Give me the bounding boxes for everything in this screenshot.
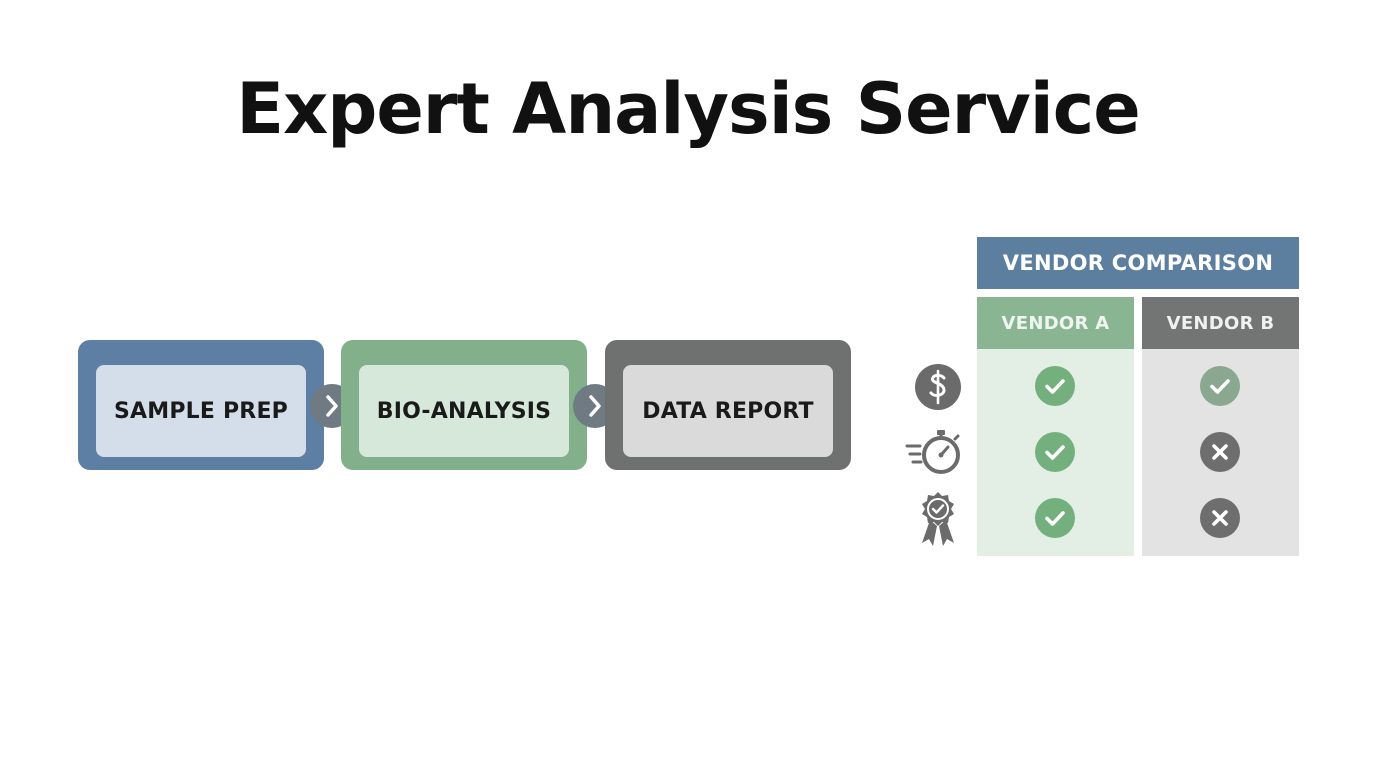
check-icon bbox=[1035, 498, 1075, 538]
page-title: Expert Analysis Service bbox=[236, 68, 1140, 150]
cross-icon bbox=[1200, 432, 1240, 472]
process-step-bio-analysis: BIO-ANALYSIS bbox=[341, 340, 587, 470]
check-icon bbox=[1035, 432, 1075, 472]
process-step-label: SAMPLE PREP bbox=[96, 365, 306, 457]
process-step-sample-prep: SAMPLE PREP bbox=[78, 340, 324, 470]
process-step-label: DATA REPORT bbox=[623, 365, 833, 457]
stopwatch-icon bbox=[904, 424, 966, 482]
check-icon bbox=[1200, 366, 1240, 406]
vendor-a-header: VENDOR A bbox=[977, 297, 1134, 349]
comparison-header: VENDOR COMPARISON bbox=[977, 237, 1299, 289]
vendor-b-header: VENDOR B bbox=[1142, 297, 1299, 349]
cross-icon bbox=[1200, 498, 1240, 538]
check-icon bbox=[1035, 366, 1075, 406]
award-ribbon-icon bbox=[904, 490, 966, 548]
vendor-a-column: VENDOR A bbox=[977, 297, 1134, 556]
process-step-data-report: DATA REPORT bbox=[605, 340, 851, 470]
vendor-b-column: VENDOR B bbox=[1142, 297, 1299, 556]
dollar-icon bbox=[904, 358, 966, 416]
process-step-label: BIO-ANALYSIS bbox=[359, 365, 569, 457]
